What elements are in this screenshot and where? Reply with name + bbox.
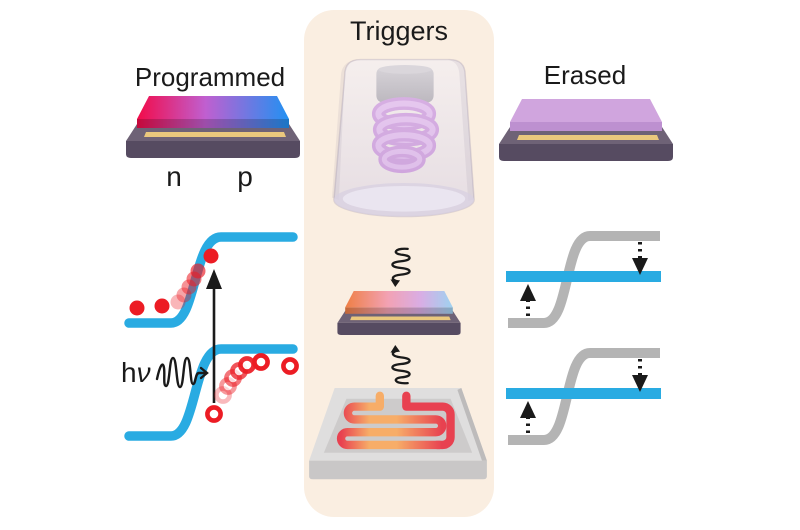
valence-band-curve	[124, 344, 298, 441]
flat-band-bar	[506, 388, 661, 399]
excitation-arrow	[206, 269, 222, 403]
relax-arrow-up	[520, 401, 536, 433]
gold-contact	[517, 135, 659, 140]
triggers-title: Triggers	[349, 16, 449, 46]
relax-arrow-down	[632, 242, 648, 275]
channel-slab	[137, 96, 289, 119]
photon-squiggle-down-icon	[390, 247, 411, 288]
erased-band-diagram-2	[506, 348, 661, 445]
lamp-glass	[331, 58, 475, 218]
semiconductor-device-programmed	[126, 96, 300, 158]
semiconductor-device-partial	[337, 291, 461, 335]
erased-band-diagram-1	[506, 231, 661, 328]
semiconductor-device-erased	[499, 99, 673, 161]
p-region-label: p	[237, 161, 253, 192]
photon-squiggle-up-icon	[390, 344, 411, 385]
hv-label: hν	[121, 357, 151, 388]
electron-dots	[129, 248, 219, 316]
erased-title: Erased	[543, 60, 627, 90]
hole-circles	[205, 353, 299, 423]
gold-contact	[350, 316, 451, 321]
heater-plate-icon	[309, 387, 487, 480]
photon-wavepacket-icon	[155, 356, 209, 389]
gold-contact	[144, 132, 286, 137]
relax-arrow-up	[520, 284, 536, 316]
programmed-title: Programmed	[134, 62, 286, 92]
uv-lamp-icon	[331, 58, 475, 218]
programmed-band-diagram: hν	[121, 232, 299, 441]
channel-slab	[510, 99, 662, 122]
heating-coil	[336, 391, 455, 450]
relax-arrow-down	[632, 359, 648, 392]
flat-band-bar	[506, 271, 661, 282]
channel-slab	[345, 291, 453, 308]
n-region-label: n	[166, 161, 182, 192]
